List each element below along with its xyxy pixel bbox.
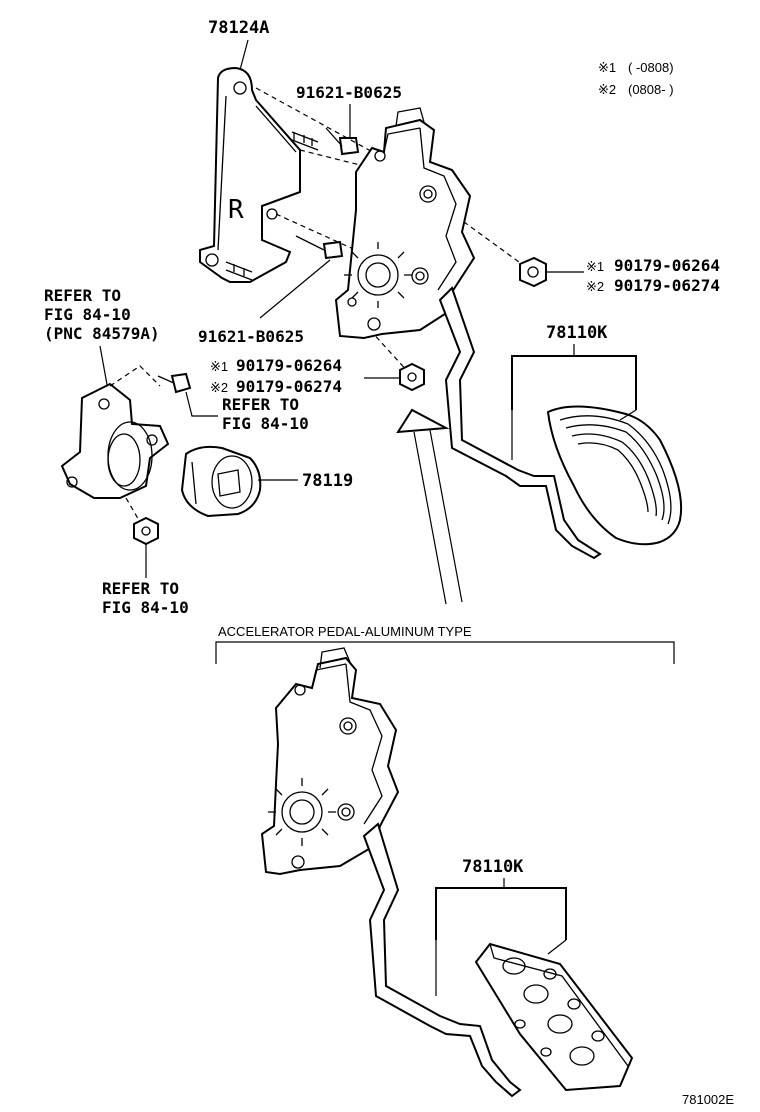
label-78110k-bottom: 78110K — [462, 857, 524, 877]
nut-lower-left — [133, 516, 159, 546]
label-78124a: 78124A — [208, 18, 269, 38]
legend-range-1: ( -0808) — [628, 60, 674, 75]
refer-b-line1: REFER TO — [222, 395, 299, 414]
screw-small — [157, 372, 192, 394]
refer-a-line2: FIG 84-10 — [44, 305, 131, 324]
label-nut-right-2: 90179-06274 — [614, 276, 720, 295]
legend-range-2: (0808- ) — [628, 82, 674, 97]
bracket-78124a: R — [199, 66, 319, 283]
label-bolt-bottom: 91621-B0625 — [198, 327, 304, 346]
label-nut-mid-1: 90179-06264 — [236, 356, 342, 375]
label-nut-mid-2: 90179-06274 — [236, 377, 342, 396]
legend-mark-2: ※2 — [598, 82, 616, 97]
refer-c-line2: FIG 84-10 — [102, 598, 189, 617]
bolt-bottom — [295, 235, 344, 260]
sensor-78119 — [180, 445, 262, 518]
refer-c-line1: REFER TO — [102, 579, 179, 598]
bracket-letter: R — [228, 195, 244, 225]
mark2-nut-right: ※2 — [586, 279, 604, 294]
pedal-assembly-bottom — [260, 647, 634, 1098]
label-bolt-top: 91621-B0625 — [296, 83, 402, 102]
legend-mark-1: ※1 — [598, 60, 616, 75]
label-78119: 78119 — [302, 471, 353, 491]
refer-a-line3: (PNC 84579A) — [44, 324, 160, 343]
label-nut-right-1: 90179-06264 — [614, 256, 720, 275]
arrow-icon — [396, 408, 463, 605]
pedal-assembly-top — [334, 107, 683, 560]
caption-aluminum-type: ACCELERATOR PEDAL-ALUMINUM TYPE — [218, 624, 472, 639]
nut-middle — [399, 362, 425, 392]
mark1-nut-mid: ※1 — [210, 359, 228, 374]
mark1-nut-right: ※1 — [586, 259, 604, 274]
nut-right — [519, 256, 547, 288]
refer-a-line1: REFER TO — [44, 286, 121, 305]
label-78110k-top: 78110K — [546, 323, 608, 343]
sensor-housing — [60, 382, 170, 499]
mark2-nut-mid: ※2 — [210, 380, 228, 395]
figure-id: 781002E — [682, 1092, 734, 1107]
refer-b-line2: FIG 84-10 — [222, 414, 309, 433]
legend: ※1 ( -0808) ※2 (0808- ) — [598, 60, 674, 97]
